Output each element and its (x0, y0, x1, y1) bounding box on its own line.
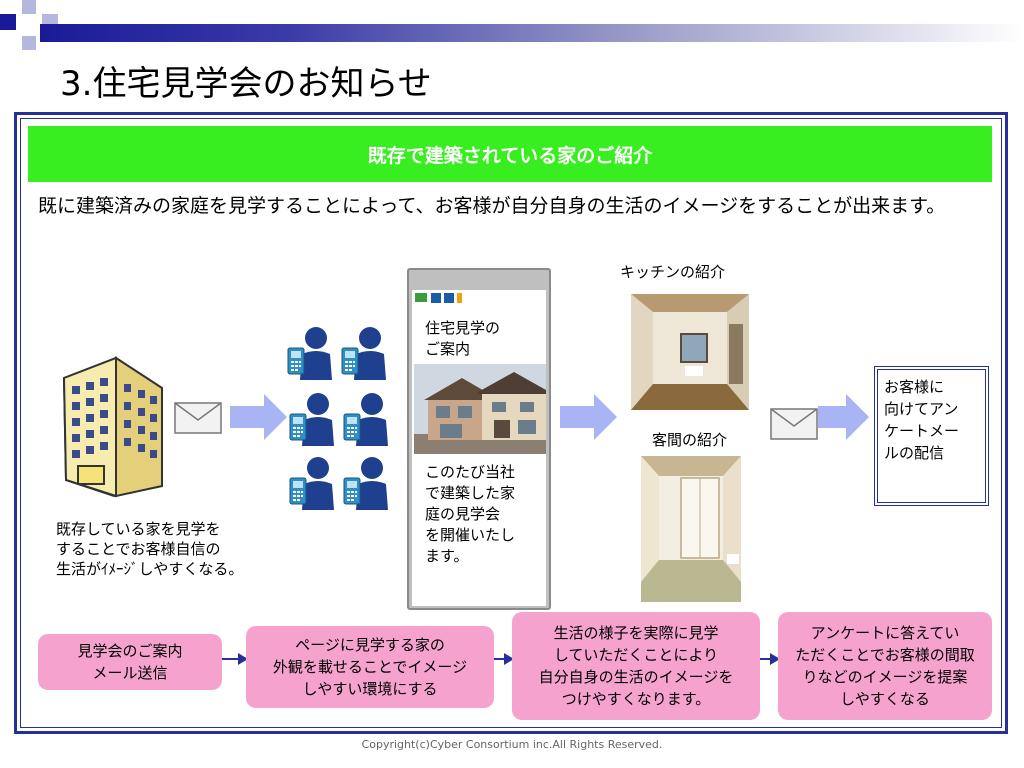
flow-step-3: 生活の様子を実際に見学 していただくことにより 自分自身の生活のイメージを つけ… (512, 612, 760, 720)
envelope-icon (770, 408, 818, 440)
left-caption: 既存している家を見学を することでお客様自信の 生活がｲﾒｰｼﾞしやすくなる。 (56, 520, 244, 578)
flow-step-4: アンケートに答えてい ただくことでお客様の間取 りなどのイメージを提案 しやすく… (778, 612, 992, 720)
guestroom-label: 客間の紹介 (652, 431, 728, 449)
content-frame-inner (20, 118, 1002, 728)
content-frame (14, 112, 1008, 734)
copyright-footer: Copyright(c)Cyber Consortium inc.All Rig… (361, 738, 663, 751)
flow-step-1: 見学会のご案内 メール送信 (38, 634, 222, 690)
envelope-icon (174, 402, 222, 434)
phone-body: このたび当社 で建築した家 庭の見学会 を開催いたし ます。 (425, 463, 516, 565)
kitchen-photo (631, 294, 749, 410)
intro-text: 既に建築済みの家庭を見学することによって、お客様が自分自身の生活のイメージをする… (38, 195, 946, 217)
deco-square-light (22, 0, 36, 14)
office-building-icon (62, 356, 163, 498)
kitchen-label: キッチンの紹介 (620, 263, 726, 281)
survey-delivery-box: お客様に 向けてアン ケートメー ルの配信 (874, 366, 989, 506)
slide-title: 3.住宅見学会のお知らせ (60, 64, 432, 104)
top-gradient-bar (40, 24, 1024, 42)
flow-arrow-icon (760, 653, 780, 665)
arrow-right-icon (560, 394, 617, 440)
deco-square-dark (0, 14, 16, 30)
arrow-right-icon (230, 394, 287, 440)
deco-square-light (22, 36, 36, 50)
flow-step-2: ページに見学する家の 外観を載せることでイメージ しやすい環境にする (246, 626, 494, 708)
guestroom-photo (641, 456, 741, 602)
signal-battery-icon (415, 293, 462, 303)
flow-arrow-icon (494, 653, 514, 665)
phone-title: 住宅見学の ご案内 (425, 319, 501, 358)
customers-group (287, 326, 389, 511)
phone-screen (412, 306, 546, 606)
house-photo (414, 364, 546, 454)
section-header: 既存で建築されている家のご紹介 (28, 126, 992, 182)
phone-status-bar (412, 290, 546, 306)
flow-arrow-icon (222, 653, 248, 665)
arrow-right-icon (818, 394, 869, 440)
